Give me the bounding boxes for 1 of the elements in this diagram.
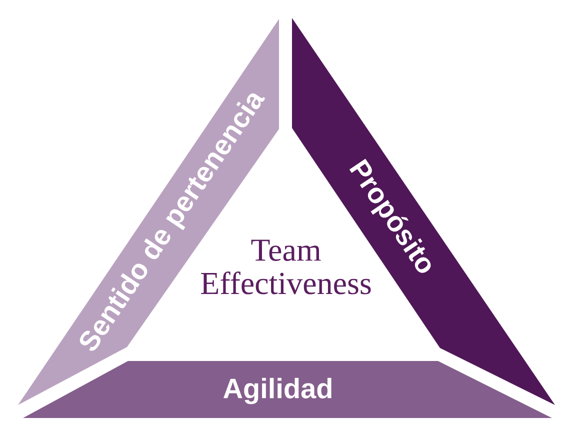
triangle-side-band: Agilidad [23, 361, 552, 418]
